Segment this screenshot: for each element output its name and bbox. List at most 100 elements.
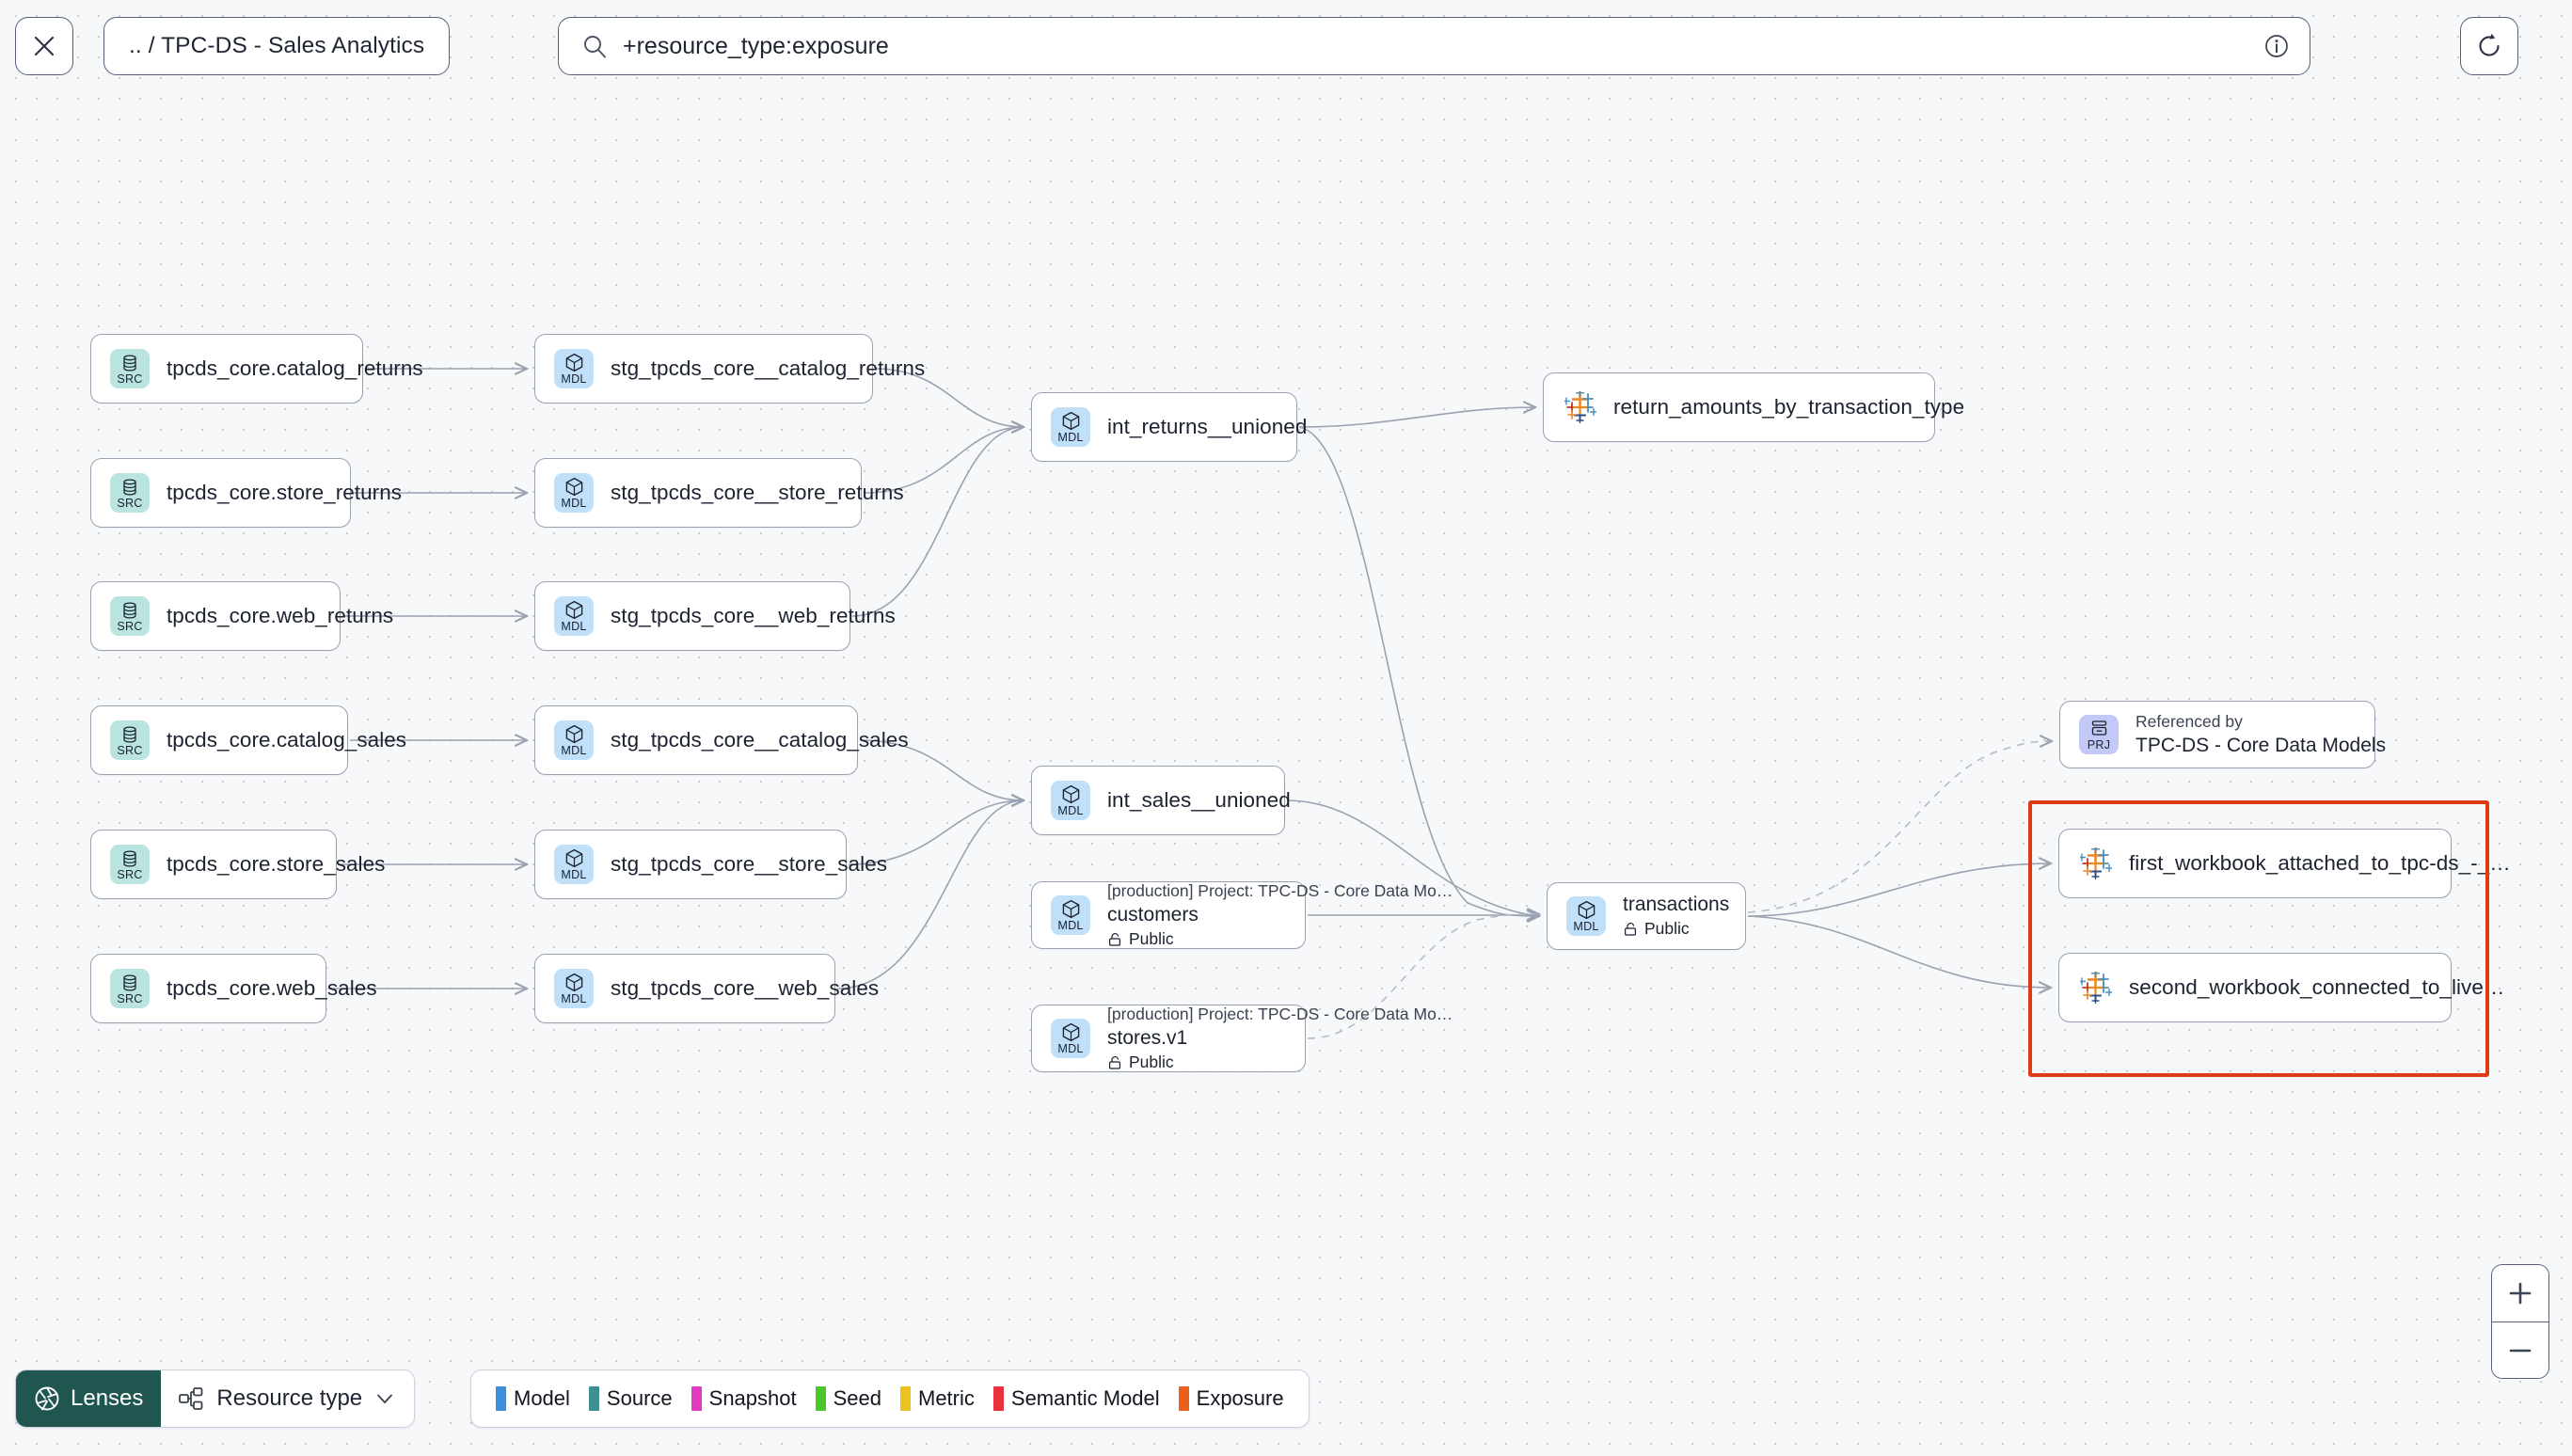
info-icon[interactable] — [2262, 32, 2291, 60]
node-label: return_amounts_by_transaction_type — [1613, 395, 1965, 419]
legend-swatch — [588, 1386, 599, 1411]
source-badge-icon: SRC — [110, 845, 150, 884]
hierarchy-icon — [178, 1385, 204, 1412]
legend-label: Semantic Model — [1010, 1386, 1160, 1410]
node-title: transactions — [1623, 894, 1730, 915]
legend-item-snapshot[interactable]: Snapshot — [691, 1386, 797, 1411]
legend-label: Model — [514, 1386, 570, 1410]
model-badge-icon: MDL — [554, 845, 594, 884]
legend-item-exposure[interactable]: Exposure — [1178, 1386, 1284, 1411]
zoom-in-button[interactable] — [2492, 1265, 2548, 1321]
graph-node-stg_store_returns[interactable]: MDL stg_tpcds_core__store_returns — [534, 458, 904, 528]
chevron-down-icon — [374, 1388, 395, 1409]
graph-node-int_returns_unioned[interactable]: MDL int_returns__unioned — [1031, 392, 1307, 462]
lock-icon — [1107, 932, 1122, 947]
legend-item-metric[interactable]: Metric — [900, 1386, 975, 1411]
legend-item-semantic-model[interactable]: Semantic Model — [992, 1386, 1160, 1411]
refresh-button[interactable] — [2460, 17, 2518, 75]
resource-type-legend: Model Source Snapshot Seed Metric Semantic Mo… — [470, 1369, 1310, 1428]
node-label: int_returns__unioned — [1107, 415, 1308, 438]
source-badge-icon: SRC — [110, 969, 150, 1008]
node-label: stg_tpcds_core__store_returns — [611, 481, 904, 504]
top-toolbar: .. / TPC-DS - Sales Analytics — [0, 0, 2572, 111]
graph-node-stores_v1[interactable]: MDL [production] Project: TPC-DS - Core D… — [1031, 1005, 1453, 1072]
resource-type-dropdown[interactable]: Resource type — [161, 1370, 415, 1427]
graph-node-first_workbook[interactable]: first_workbook_attached_to_tpc-ds_-_… — [2058, 829, 2511, 898]
graph-node-stg_catalog_returns[interactable]: MDL stg_tpcds_core__catalog_returns — [534, 334, 925, 404]
node-label: stg_tpcds_core__store_sales — [611, 852, 888, 876]
node-label: stg_tpcds_core__web_sales — [611, 976, 880, 1000]
tableau-exposure-icon — [2078, 844, 2114, 881]
resource-type-label: Resource type — [216, 1385, 363, 1411]
graph-node-second_workbook[interactable]: second_workbook_connected_to_live… — [2058, 953, 2504, 1022]
node-label: tpcds_core.store_returns — [167, 481, 403, 504]
aperture-icon — [34, 1385, 60, 1412]
node-label: tpcds_core.web_returns — [167, 604, 394, 627]
close-icon — [34, 36, 55, 56]
refresh-icon — [2479, 33, 2500, 56]
model-badge-icon: MDL — [554, 473, 594, 513]
model-badge-icon: MDL — [1051, 781, 1090, 820]
graph-node-stg_store_sales[interactable]: MDL stg_tpcds_core__store_sales — [534, 830, 887, 899]
legend-item-seed[interactable]: Seed — [815, 1386, 881, 1411]
graph-node-customers[interactable]: MDL[production] Project: TPC-DS - Core D… — [1031, 881, 1453, 949]
tableau-exposure-icon — [2078, 968, 2114, 1005]
node-label: tpcds_core.store_sales — [167, 852, 386, 876]
node-visibility: Public — [1107, 1052, 1453, 1072]
node-visibility: Public — [1623, 919, 1729, 939]
graph-node-src_web_returns[interactable]: SRC tpcds_core.web_returns — [90, 581, 393, 651]
graph-node-src_catalog_sales[interactable]: SRC tpcds_core.catalog_sales — [90, 705, 406, 775]
project-badge-icon: PRJ — [2079, 715, 2119, 754]
legend-swatch — [900, 1386, 911, 1411]
model-badge-icon: MDL — [1051, 895, 1090, 935]
minus-icon — [2509, 1349, 2532, 1352]
legend-swatch — [815, 1386, 826, 1411]
lock-icon — [1623, 922, 1638, 937]
node-label: tpcds_core.web_sales — [167, 976, 377, 1000]
lens-control-group: Lenses Resource type — [15, 1369, 416, 1428]
node-label: stg_tpcds_core__web_returns — [611, 604, 896, 627]
legend-label: Seed — [833, 1386, 881, 1410]
legend-label: Metric — [918, 1386, 975, 1410]
model-badge-icon: MDL — [1051, 1019, 1090, 1058]
bottom-toolbar: Lenses Resource type — [0, 1343, 2572, 1456]
source-badge-icon: SRC — [110, 720, 150, 760]
legend-item-source[interactable]: Source — [588, 1386, 673, 1411]
source-badge-icon: SRC — [110, 596, 150, 636]
graph-node-src_store_sales[interactable]: SRC tpcds_core.store_sales — [90, 830, 385, 899]
node-label: second_workbook_connected_to_live… — [2129, 975, 2505, 999]
search-input[interactable] — [623, 18, 2262, 74]
legend-item-model[interactable]: Model — [496, 1386, 570, 1411]
lenses-button[interactable]: Lenses — [16, 1370, 162, 1427]
legend-swatch — [992, 1386, 1004, 1411]
breadcrumb-label: .. / TPC-DS - Sales Analytics — [129, 33, 425, 58]
graph-node-src_web_sales[interactable]: SRC tpcds_core.web_sales — [90, 954, 377, 1023]
breadcrumb[interactable]: .. / TPC-DS - Sales Analytics — [103, 17, 451, 75]
node-subtitle: [production] Project: TPC-DS - Core Data… — [1107, 1005, 1453, 1023]
graph-node-src_store_returns[interactable]: SRC tpcds_core.store_returns — [90, 458, 402, 528]
plus-icon — [2509, 1282, 2532, 1305]
graph-node-stg_web_sales[interactable]: MDL stg_tpcds_core__web_sales — [534, 954, 879, 1023]
model-badge-icon: MDL — [554, 720, 594, 760]
close-button[interactable] — [15, 17, 73, 75]
model-badge-icon: MDL — [554, 349, 594, 388]
source-badge-icon: SRC — [110, 473, 150, 513]
graph-node-return_amounts[interactable]: return_amounts_by_transaction_type — [1543, 372, 1964, 442]
zoom-out-button[interactable] — [2492, 1321, 2548, 1378]
node-label: tpcds_core.catalog_sales — [167, 728, 407, 752]
lenses-label: Lenses — [71, 1385, 144, 1411]
model-badge-icon: MDL — [1051, 407, 1090, 447]
node-label: stg_tpcds_core__catalog_returns — [611, 356, 926, 380]
model-badge-icon: MDL — [554, 969, 594, 1008]
search-bar[interactable] — [558, 17, 2310, 75]
node-title: stores.v1 — [1107, 1027, 1188, 1049]
legend-swatch — [1178, 1386, 1189, 1411]
